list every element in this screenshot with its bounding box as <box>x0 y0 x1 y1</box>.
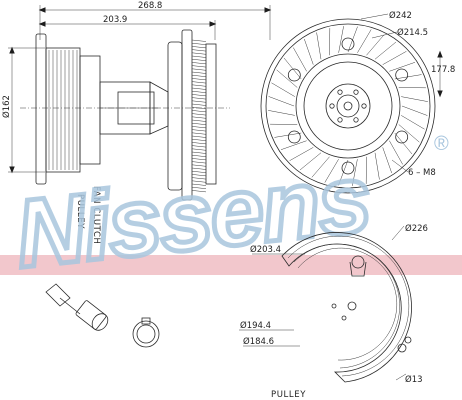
bolt-spec-dim: 6 – M8 <box>408 168 436 178</box>
pulley-184-diameter-dim: Ø184.6 <box>243 336 274 347</box>
bolt-part <box>45 283 109 331</box>
pulley-mid-diameter-dim: Ø203.4 <box>250 244 281 255</box>
offset-dim: 177.8 <box>431 65 455 75</box>
side-view: 268.8 203.9 Ø162 PULLEY FAN CLUTCH <box>1 1 272 244</box>
label-fan-clutch: FAN CLUTCH <box>91 186 101 244</box>
outer-diameter-dim: Ø242 <box>389 10 412 21</box>
brand-band <box>0 255 462 275</box>
pulley-diameter-dim: Ø162 <box>1 95 12 118</box>
pulley-view: Ø226 Ø203.4 Ø194.4 Ø184.6 Ø13 PULLEY <box>239 223 428 400</box>
flange-diameter-dim: Ø214.5 <box>397 27 428 38</box>
pulley-194-diameter-dim: Ø194.4 <box>240 320 271 331</box>
label-pulley: PULLEY <box>75 194 85 229</box>
front-view: Ø242 Ø214.5 177.8 6 – M8 <box>260 10 455 194</box>
watermark-registered: ® <box>434 133 449 155</box>
clip-ring-part <box>132 317 160 348</box>
clutch-length-dim: 203.9 <box>103 15 127 25</box>
pulley-outer-diameter-dim: Ø226 <box>405 223 428 234</box>
overall-length-dim: 268.8 <box>138 1 162 11</box>
pulley-hole-diameter-dim: Ø13 <box>405 374 423 385</box>
label-pulley-view: PULLEY <box>271 390 306 400</box>
